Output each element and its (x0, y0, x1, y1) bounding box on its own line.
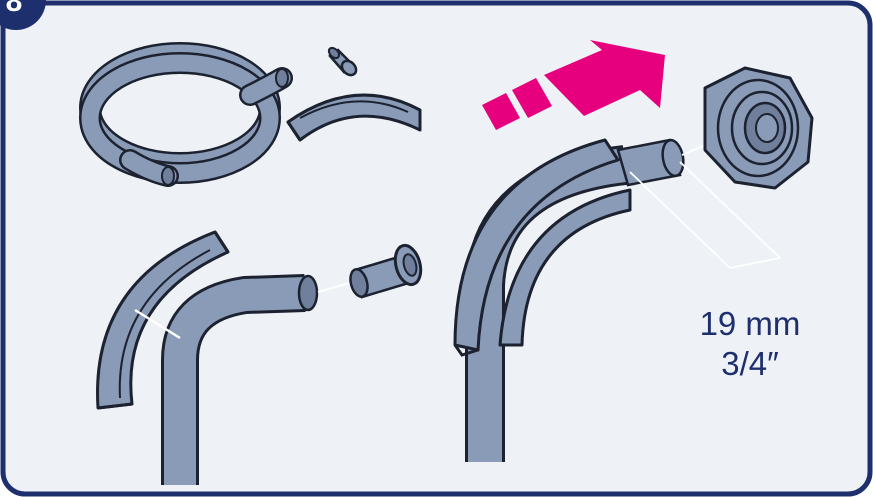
step-number: 8 (0, 0, 34, 22)
dimension-metric-label: 19 mm (650, 305, 850, 343)
dimension-imperial-label: 3/4″ (650, 345, 850, 383)
